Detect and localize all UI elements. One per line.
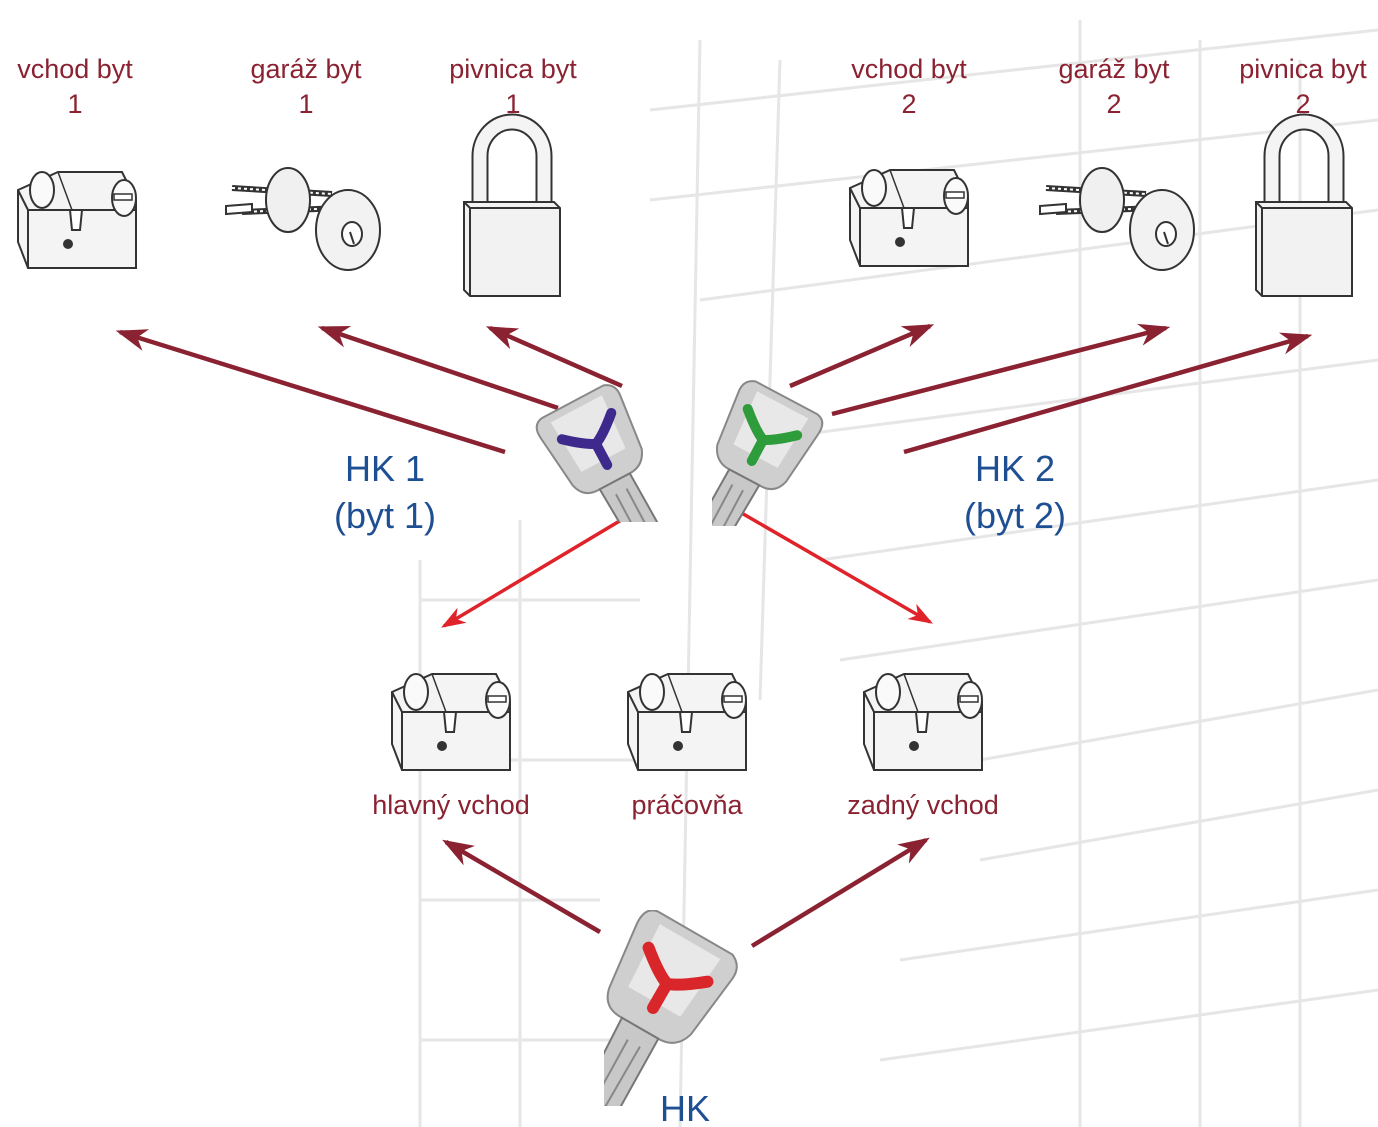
arrow-hk1-hlavny-vchod (440, 502, 649, 628)
key-logo-icon (742, 403, 803, 466)
lock-number: 1 (505, 89, 521, 120)
lock-number: 1 (67, 89, 83, 120)
key-name: HK (659, 1088, 710, 1127)
arrow-hk1-pivnica-byt-1 (485, 325, 623, 389)
arrow-hk2-vchod-byt-2 (789, 323, 935, 389)
label-garaz-byt-2: garáž byt 2 (1012, 52, 1216, 122)
lock-number: 2 (901, 89, 917, 120)
rim-cylinder-lock-icon (222, 148, 390, 274)
label-garaz-byt-1: garáž byt 1 (204, 52, 408, 122)
label-pivnica-byt-1: pivnica byt 1 (410, 52, 616, 122)
arrow-hk-zadny-vchod (750, 837, 930, 948)
lock-name: vchod byt (17, 54, 133, 84)
lock-name: pivnica byt (1239, 54, 1367, 84)
label-hk1: HK 1 (byt 1) (300, 446, 470, 540)
key-name: HK 1 (344, 448, 426, 489)
lock-number: 1 (298, 89, 314, 120)
cylinder-lock-icon (17, 171, 137, 269)
label-hk: HK (620, 1086, 750, 1127)
arrow-hk-hlavny-vchod (442, 839, 602, 934)
key-scope: (byt 1) (333, 494, 437, 536)
label-zadny-vchod: zadný vchod (847, 790, 999, 820)
arrow-hk2-garaz-byt-2 (831, 323, 1171, 417)
label-hk2: HK 2 (byt 2) (930, 446, 1100, 540)
label-pracovna: práčovňa (631, 790, 743, 820)
key-name: HK 2 (974, 448, 1056, 489)
arrow-hk1-vchod-byt-1 (115, 329, 506, 455)
lock-name: garáž byt (1058, 54, 1170, 84)
lock-number: 2 (1106, 89, 1122, 120)
cylinder-lock-icon (391, 673, 511, 771)
key-hk1-icon (531, 379, 700, 522)
arrow-hk1-garaz-byt-1 (317, 325, 559, 411)
label-hlavny-vchod: hlavný vchod (372, 790, 530, 820)
padlock-icon (1250, 110, 1358, 306)
padlock-icon (458, 110, 566, 306)
key-scope: (byt 2) (963, 494, 1067, 536)
rim-cylinder-lock-icon (1036, 148, 1204, 274)
lock-number: 2 (1295, 89, 1311, 120)
key-hk-icon (604, 910, 744, 1106)
arrow-hk2-zadny-vchod (725, 502, 934, 624)
lock-name: vchod byt (851, 54, 967, 84)
label-pivnica-byt-2: pivnica byt 2 (1200, 52, 1378, 122)
cylinder-lock-icon (627, 673, 747, 771)
lock-name: pivnica byt (449, 54, 577, 84)
cylinder-lock-icon (863, 673, 983, 771)
lock-name: garáž byt (250, 54, 362, 84)
key-hk2-icon (712, 376, 828, 526)
cylinder-lock-icon (849, 169, 969, 267)
key-logo-icon (642, 941, 714, 1014)
arrow-hk2-pivnica-byt-2 (903, 332, 1313, 455)
label-vchod-byt-1: vchod byt 1 (0, 52, 178, 122)
key-logo-icon (556, 407, 617, 470)
label-vchod-byt-2: vchod byt 2 (806, 52, 1012, 122)
